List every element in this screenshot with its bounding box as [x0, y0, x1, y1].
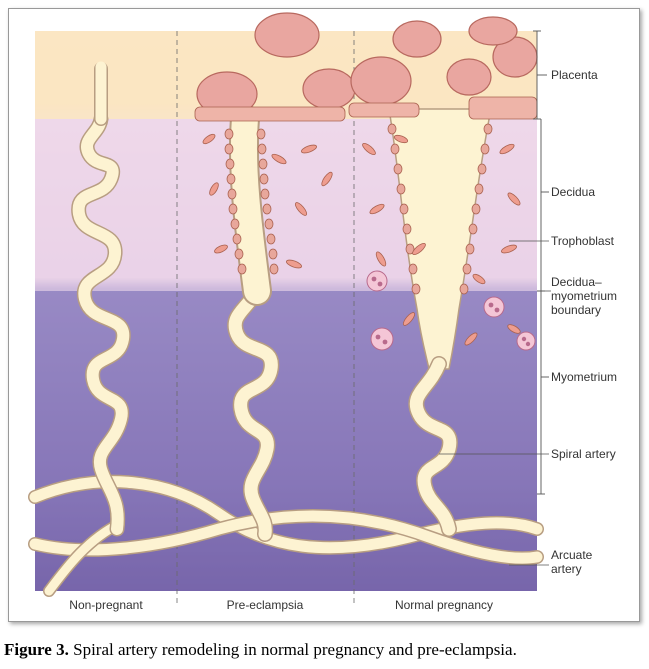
figure-frame: Placenta Decidua Trophoblast Decidua– my… [8, 8, 640, 622]
label-boundary-line1: Decidua– [551, 275, 602, 289]
leader-lines [439, 240, 551, 566]
label-spiral-artery: Spiral artery [551, 447, 616, 461]
layer-bracket [533, 30, 549, 495]
spiral-artery-diagram: Placenta Decidua Trophoblast Decidua– my… [28, 12, 617, 612]
caption-prefix: Figure 3. [4, 640, 69, 659]
label-trophoblast: Trophoblast [551, 234, 615, 248]
figure-caption: Figure 3. Spiral artery remodeling in no… [4, 640, 644, 660]
label-boundary-line3: boundary [551, 303, 601, 317]
label-boundary-line2: myometrium [551, 289, 617, 303]
spiral-artery-normal [388, 108, 492, 537]
label-arcuate-line1: Arcuate [551, 548, 593, 562]
spiral-artery-pre-eclampsia [227, 104, 280, 542]
caption-text: Spiral artery remodeling in normal pregn… [68, 640, 517, 659]
invasive-trophoblast-cells [202, 133, 521, 346]
placental-villi [196, 12, 538, 117]
spiral-artery-non-pregnant [71, 61, 131, 537]
giant-cells [366, 270, 536, 351]
label-placenta: Placenta [551, 68, 598, 82]
column-label-pre-eclampsia: Pre-eclampsia [227, 598, 304, 612]
column-label-normal-pregnancy: Normal pregnancy [395, 598, 493, 612]
column-label-non-pregnant: Non-pregnant [69, 598, 143, 612]
label-arcuate-line2: artery [551, 562, 582, 576]
trophoblast-lining-normal [387, 123, 493, 295]
trophoblast-lining-pre-eclampsia [224, 128, 279, 275]
label-decidua: Decidua [551, 185, 595, 199]
label-myometrium: Myometrium [551, 370, 617, 384]
